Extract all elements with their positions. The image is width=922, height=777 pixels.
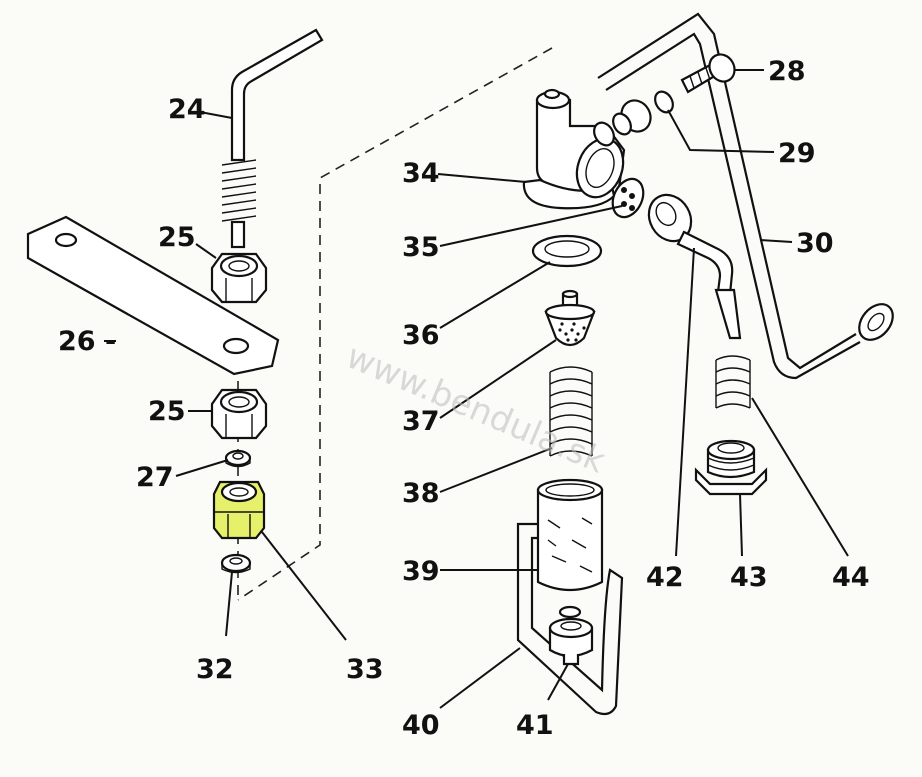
label-30: 30 — [796, 228, 834, 259]
label-37: 37 — [402, 406, 440, 437]
label-32: 32 — [196, 654, 234, 685]
part-labels: 24 25 26 - 25 27 32 33 34 35 36 37 38 39… — [58, 56, 870, 741]
part-28-banjo-screw — [680, 53, 736, 94]
part-38-spring — [549, 366, 593, 457]
part-25-lower-nut — [210, 388, 268, 440]
part-43-threaded-nut — [694, 439, 768, 496]
label-38: 38 — [402, 478, 440, 509]
part-37-strainer — [544, 289, 596, 347]
label-29: 29 — [778, 138, 816, 169]
part-34-fitting-body — [522, 88, 626, 210]
label-33: 33 — [346, 654, 384, 685]
label-25-lower: 25 — [148, 396, 186, 427]
part-40-wire-clamp — [516, 522, 624, 716]
leader-lines — [104, 69, 849, 709]
label-34: 34 — [402, 158, 440, 189]
label-43: 43 — [730, 562, 768, 593]
part-35-perforated-disc — [611, 177, 645, 219]
label-42: 42 — [646, 562, 684, 593]
label-39: 39 — [402, 556, 440, 587]
part-25-upper-nut — [210, 252, 268, 304]
part-27-washer — [224, 449, 252, 468]
label-24: 24 — [168, 94, 206, 125]
watermark-text: www.bendula.sk — [340, 336, 611, 481]
label-44: 44 — [832, 562, 870, 593]
label-35: 35 — [402, 232, 440, 263]
part-42-spout — [647, 193, 742, 340]
part-24-rod — [221, 28, 324, 249]
part-33-nut-highlighted — [212, 480, 266, 540]
part-39-glass-bowl — [536, 478, 604, 619]
label-27: 27 — [136, 462, 174, 493]
part-44-spring — [715, 355, 751, 409]
label-40: 40 — [402, 710, 440, 741]
part-32-washer — [220, 553, 252, 574]
part-29-washers — [593, 90, 674, 147]
label-41: 41 — [516, 710, 554, 741]
part-41-cap — [548, 617, 594, 666]
label-25-upper: 25 — [158, 222, 196, 253]
part-35-seal-ring — [531, 234, 603, 268]
assembly-dashed-lines — [237, 47, 553, 601]
part-26-bracket — [26, 215, 280, 376]
label-28: 28 — [768, 56, 806, 87]
label-26: 26 - — [58, 326, 116, 357]
label-36: 36 — [402, 320, 440, 351]
